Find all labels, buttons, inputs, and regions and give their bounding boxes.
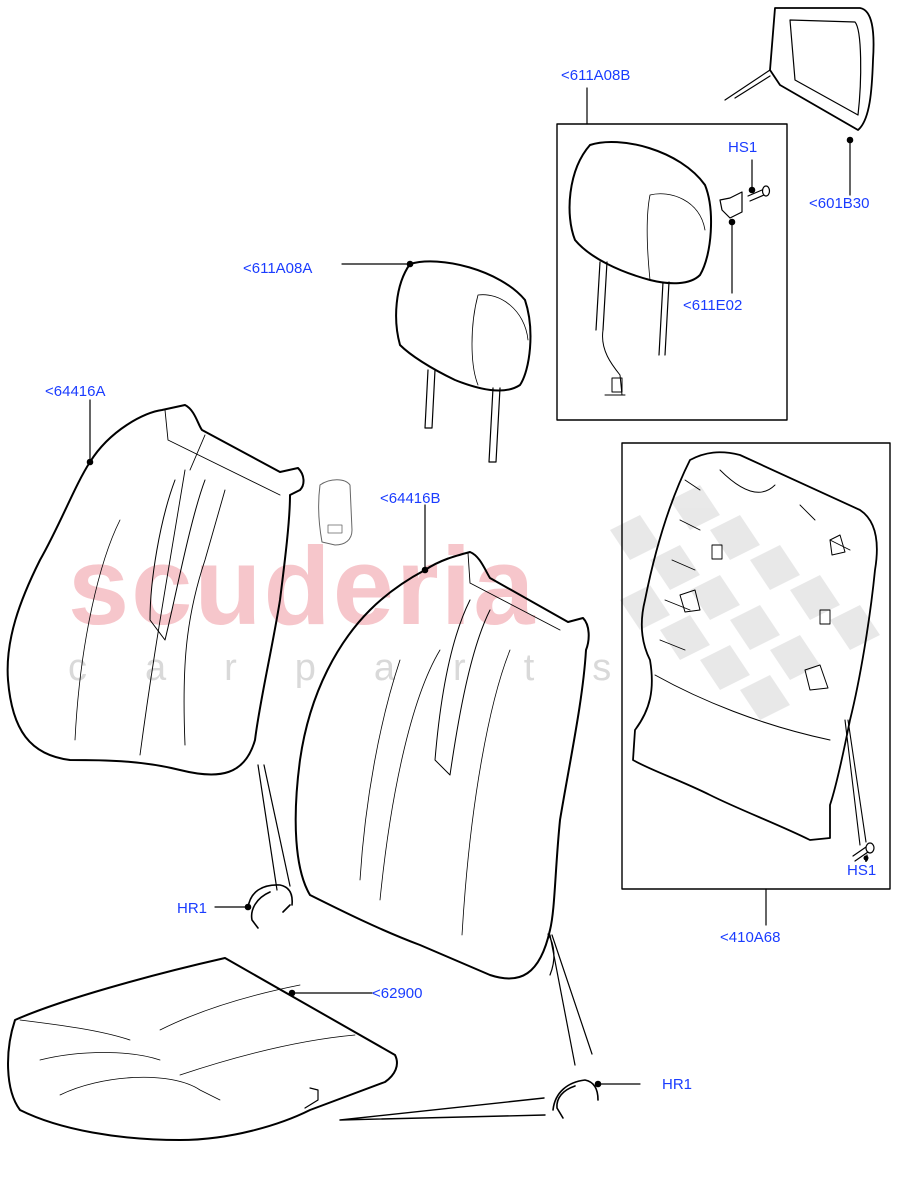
callout-64416A[interactable]: <64416A	[45, 383, 106, 400]
callout-601B30[interactable]: <601B30	[809, 195, 870, 212]
group-box-611A08B	[556, 123, 788, 421]
callout-611A08A[interactable]: <611A08A	[243, 260, 313, 277]
seat-back-64416A	[6, 404, 305, 776]
group-box-410A68	[621, 442, 891, 890]
callout-HR1-right[interactable]: HR1	[662, 1076, 693, 1093]
seat-back-64416B	[294, 551, 590, 980]
callout-410A68[interactable]: <410A68	[720, 929, 781, 946]
callout-611E02[interactable]: <611E02	[683, 297, 743, 314]
callout-HS1-top[interactable]: HS1	[728, 139, 758, 156]
seat-back-panel-410A68	[632, 451, 878, 841]
seat-switch-panel	[318, 479, 353, 546]
headrest-frame-601B30	[724, 7, 875, 131]
clip-HR1-right	[552, 1079, 599, 1119]
callout-HR1-left[interactable]: HR1	[177, 900, 208, 917]
checkered-flag-watermark	[610, 485, 880, 720]
headrest-611A08A	[395, 260, 532, 463]
callout-611A08B[interactable]: <611A08B	[561, 67, 631, 84]
watermark-scuderia: scuderia	[68, 525, 537, 648]
headrest-611A08B	[568, 141, 713, 396]
seat-cushion-62900	[7, 957, 398, 1141]
callout-62900[interactable]: <62900	[372, 985, 423, 1002]
callout-HS1-bottom[interactable]: HS1	[847, 862, 877, 879]
watermark-carparts: carparts	[68, 647, 670, 689]
callout-64416B[interactable]: <64416B	[380, 490, 441, 507]
clip-HR1-left	[247, 884, 293, 929]
clip-611E02	[719, 191, 743, 219]
